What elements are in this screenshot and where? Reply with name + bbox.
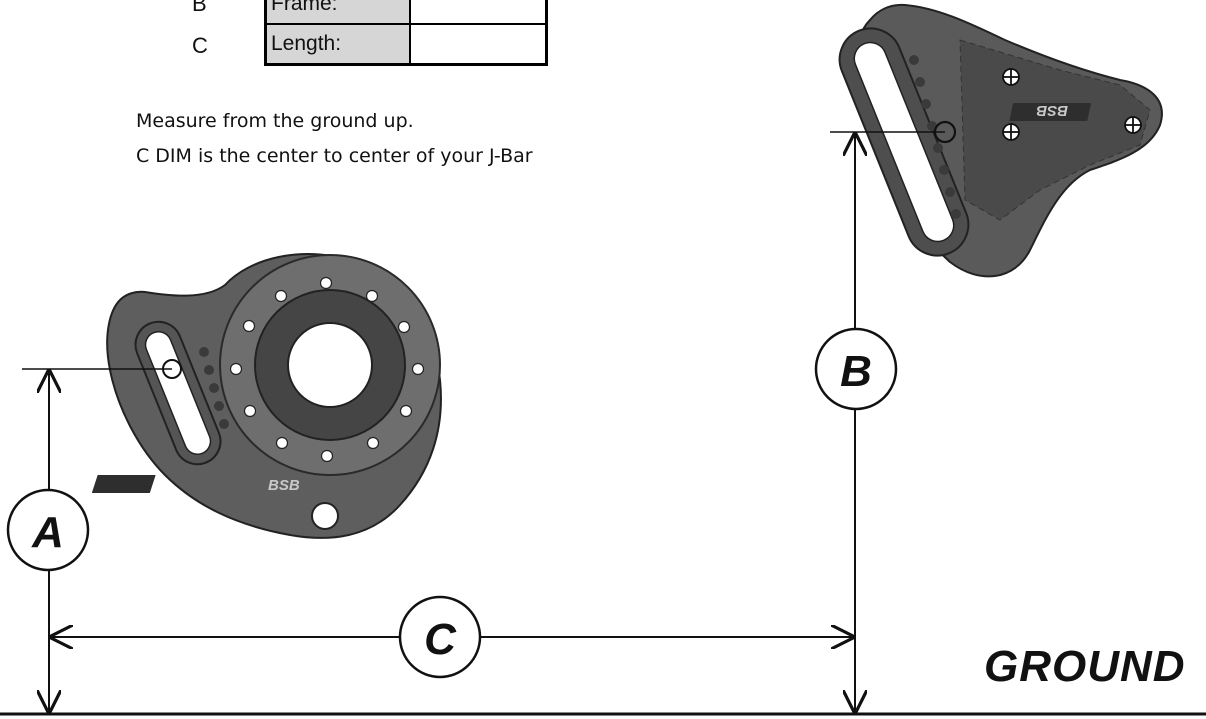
- adjustment-notches: [199, 347, 229, 429]
- dimension-a-label: A: [31, 508, 64, 557]
- axle-bracket: BSB: [91, 253, 442, 539]
- dimension-a-bubble: [6, 488, 90, 572]
- right-logo-text: BSB: [1036, 102, 1068, 119]
- frame-bracket: BSB: [838, 3, 1163, 278]
- dimension-b-bubble: [814, 327, 898, 411]
- length-label: Length:: [264, 23, 411, 66]
- row-letter-c: C: [192, 33, 208, 58]
- table-row: Frame:: [264, 0, 548, 25]
- dimension-b-label: B: [840, 347, 872, 396]
- frame-value[interactable]: [409, 0, 548, 25]
- row-letter-b: B: [192, 0, 207, 16]
- measurement-table: Frame: Length:: [264, 0, 548, 66]
- table-row: Length:: [264, 23, 548, 66]
- instruction-line-1: Measure from the ground up.: [136, 110, 414, 132]
- frame-notches: [909, 55, 961, 219]
- length-value[interactable]: [409, 23, 548, 66]
- right-logo: BSB: [1009, 102, 1092, 121]
- frame-label: Frame:: [264, 0, 411, 25]
- frame-adjustment-slot: [853, 41, 955, 243]
- adjustment-slot: [144, 331, 212, 455]
- left-logo: BSB: [91, 475, 300, 494]
- bolt-holes: [229, 276, 425, 463]
- ground-label: GROUND: [984, 642, 1186, 691]
- instruction-line-2: C DIM is the center to center of your J-…: [136, 145, 533, 167]
- mount-hole: [311, 502, 339, 530]
- dimension-c-label: C: [424, 615, 457, 664]
- left-logo-text: BSB: [268, 477, 300, 494]
- axle-hole: [287, 322, 373, 408]
- dimension-c-bubble: [398, 595, 482, 679]
- frame-bolts: [1002, 68, 1142, 141]
